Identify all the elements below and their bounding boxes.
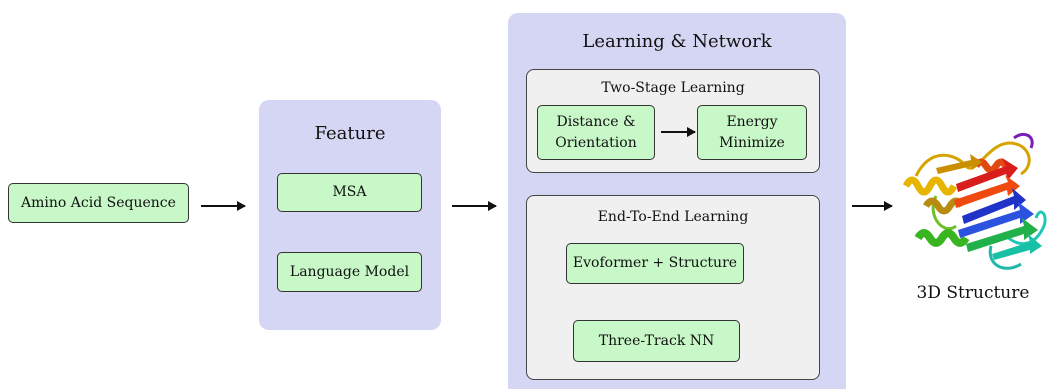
learning-network-panel: Learning & Network Two-Stage Learning Di… [508,13,846,389]
evoformer-structure-label: Evoformer + Structure [572,255,738,272]
feature-title: Feature [314,123,386,144]
three-track-nn-box: Three-Track NN [573,320,740,362]
distance-orientation-box: Distance & Orientation [537,105,655,160]
msa-label: MSA [332,184,367,201]
three-track-nn-label: Three-Track NN [598,332,715,349]
arrow-distance-to-energy [661,127,696,137]
energy-minimize-box: Energy Minimize [697,105,807,160]
feature-panel: Feature MSA Language Model [259,100,441,330]
arrow-learning-to-structure [852,201,893,211]
3d-structure-label: 3D Structure [916,283,1030,303]
msa-box: MSA [277,173,422,212]
arrow-input-to-feature [201,201,246,211]
amino-acid-sequence-box: Amino Acid Sequence [8,183,189,223]
language-model-label: Language Model [289,263,410,280]
end-to-end-learning-box: End-To-End Learning Evoformer + Structur… [526,195,820,380]
language-model-box: Language Model [277,252,422,292]
learning-network-title: Learning & Network [582,31,772,52]
protein-structure-icon [902,132,1047,270]
evoformer-structure-box: Evoformer + Structure [566,243,744,284]
arrow-feature-to-learning [452,201,497,211]
amino-acid-sequence-label: Amino Acid Sequence [21,194,176,211]
two-stage-learning-box: Two-Stage Learning Distance & Orientatio… [526,69,820,173]
two-stage-learning-title: Two-Stage Learning [601,80,745,96]
distance-orientation-label: Distance & Orientation [555,114,637,151]
energy-minimize-label: Energy Minimize [719,114,785,151]
end-to-end-learning-title: End-To-End Learning [597,209,749,225]
